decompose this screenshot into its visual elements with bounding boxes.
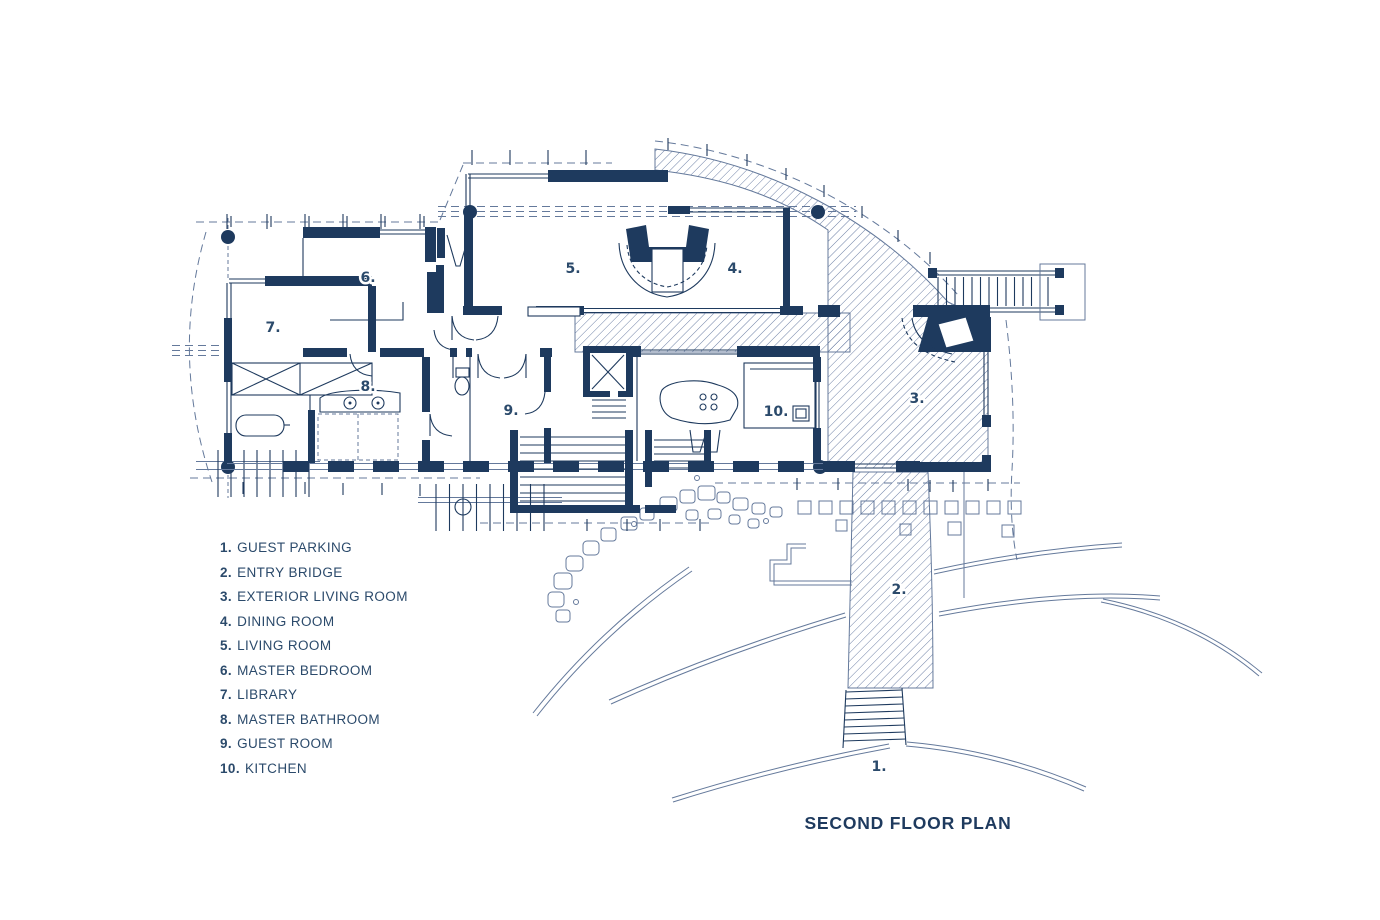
room-label-guest-parking: 1. bbox=[871, 759, 886, 775]
trellis-lower-stair bbox=[418, 484, 562, 531]
entry-stairs bbox=[842, 687, 907, 749]
legend-item-master-bedroom: 6.MASTER BEDROOM bbox=[220, 659, 408, 684]
room-label-master-bedroom: 6. bbox=[360, 270, 375, 286]
room-labels: 1. 2. 3. 4. 5. 6. 7. 8. 9. 10. bbox=[263, 259, 927, 778]
room-label-living-room: 5. bbox=[565, 261, 580, 277]
legend-number: 10. bbox=[220, 760, 240, 776]
door-arcs bbox=[349, 315, 546, 437]
room-label-library: 7. bbox=[265, 320, 280, 336]
legend-number: 9. bbox=[220, 736, 233, 751]
legend-item-master-bathroom: 8.MASTER BATHROOM bbox=[220, 708, 408, 733]
building-walls bbox=[224, 170, 991, 472]
drawing-title: SECOND FLOOR PLAN bbox=[804, 813, 1012, 833]
exterior-deck-hatch bbox=[574, 148, 989, 689]
outdoor-fireplace-fan bbox=[901, 316, 990, 363]
legend: 1. GUEST PARKING 2.ENTRY BRIDGE 3. EXTERIO… bbox=[220, 536, 408, 781]
grid-ticks bbox=[226, 138, 989, 531]
legend-number: 8. bbox=[220, 711, 233, 727]
site-terrace-arcs bbox=[532, 319, 1263, 803]
legend-item-kitchen: 10.KITCHEN bbox=[220, 757, 408, 782]
room-label-dining-room: 4. bbox=[727, 261, 742, 277]
legend-number: 2. bbox=[220, 564, 233, 580]
legend-item-dining-room: 4.DINING ROOM bbox=[220, 610, 408, 635]
legend-label: LIBRARY bbox=[237, 687, 298, 702]
legend-number: 5. bbox=[220, 638, 233, 653]
vanity-double-sink bbox=[317, 389, 401, 461]
entry-bridge-hatch bbox=[847, 471, 934, 689]
room-label-master-bathroom: 8. bbox=[360, 379, 375, 395]
grid-lines bbox=[172, 138, 1020, 531]
deck-strip bbox=[574, 312, 851, 353]
bathtub bbox=[235, 414, 290, 437]
room-label-kitchen: 10. bbox=[764, 404, 789, 420]
legend-label: EXTERIOR LIVING ROOM bbox=[237, 589, 408, 604]
legend-item-entry-bridge: 2.ENTRY BRIDGE bbox=[220, 561, 408, 586]
upper-walkway bbox=[928, 263, 1086, 321]
legend-item-guest-parking: 1. GUEST PARKING bbox=[220, 536, 408, 561]
legend-label: ENTRY BRIDGE bbox=[237, 564, 343, 580]
legend-item-exterior-living-room: 3. EXTERIOR LIVING ROOM bbox=[220, 585, 408, 610]
legend-number: 1. bbox=[220, 540, 233, 555]
legend-label: GUEST PARKING bbox=[237, 540, 353, 555]
legend-item-guest-room: 9. GUEST ROOM bbox=[220, 732, 408, 757]
closet-shelves bbox=[231, 362, 373, 396]
legend-label: KITCHEN bbox=[244, 760, 308, 776]
legend-label: MASTER BATHROOM bbox=[237, 711, 381, 727]
kitchen-island bbox=[659, 362, 817, 453]
legend-label: LIVING ROOM bbox=[237, 638, 332, 653]
toilet bbox=[454, 367, 470, 396]
legend-number: 4. bbox=[220, 613, 233, 629]
legend-item-living-room: 5. LIVING ROOM bbox=[220, 634, 408, 659]
elevator bbox=[583, 346, 633, 397]
fireplace bbox=[618, 225, 716, 298]
legend-label: GUEST ROOM bbox=[237, 736, 334, 751]
room-label-exterior-living-room: 3. bbox=[909, 391, 924, 407]
interior-stairs bbox=[510, 399, 711, 513]
legend-number: 6. bbox=[220, 662, 233, 678]
legend-number: 7. bbox=[220, 687, 233, 702]
legend-item-library: 7. LIBRARY bbox=[220, 683, 408, 708]
room-label-entry-bridge: 2. bbox=[891, 582, 906, 598]
legend-label: DINING ROOM bbox=[237, 613, 335, 629]
legend-label: MASTER BEDROOM bbox=[237, 662, 373, 678]
room-label-guest-room: 9. bbox=[503, 403, 518, 419]
trellis-left bbox=[196, 450, 320, 497]
stepping-stones bbox=[547, 475, 783, 623]
legend-number: 3. bbox=[220, 589, 233, 604]
window-seat bbox=[527, 306, 581, 317]
